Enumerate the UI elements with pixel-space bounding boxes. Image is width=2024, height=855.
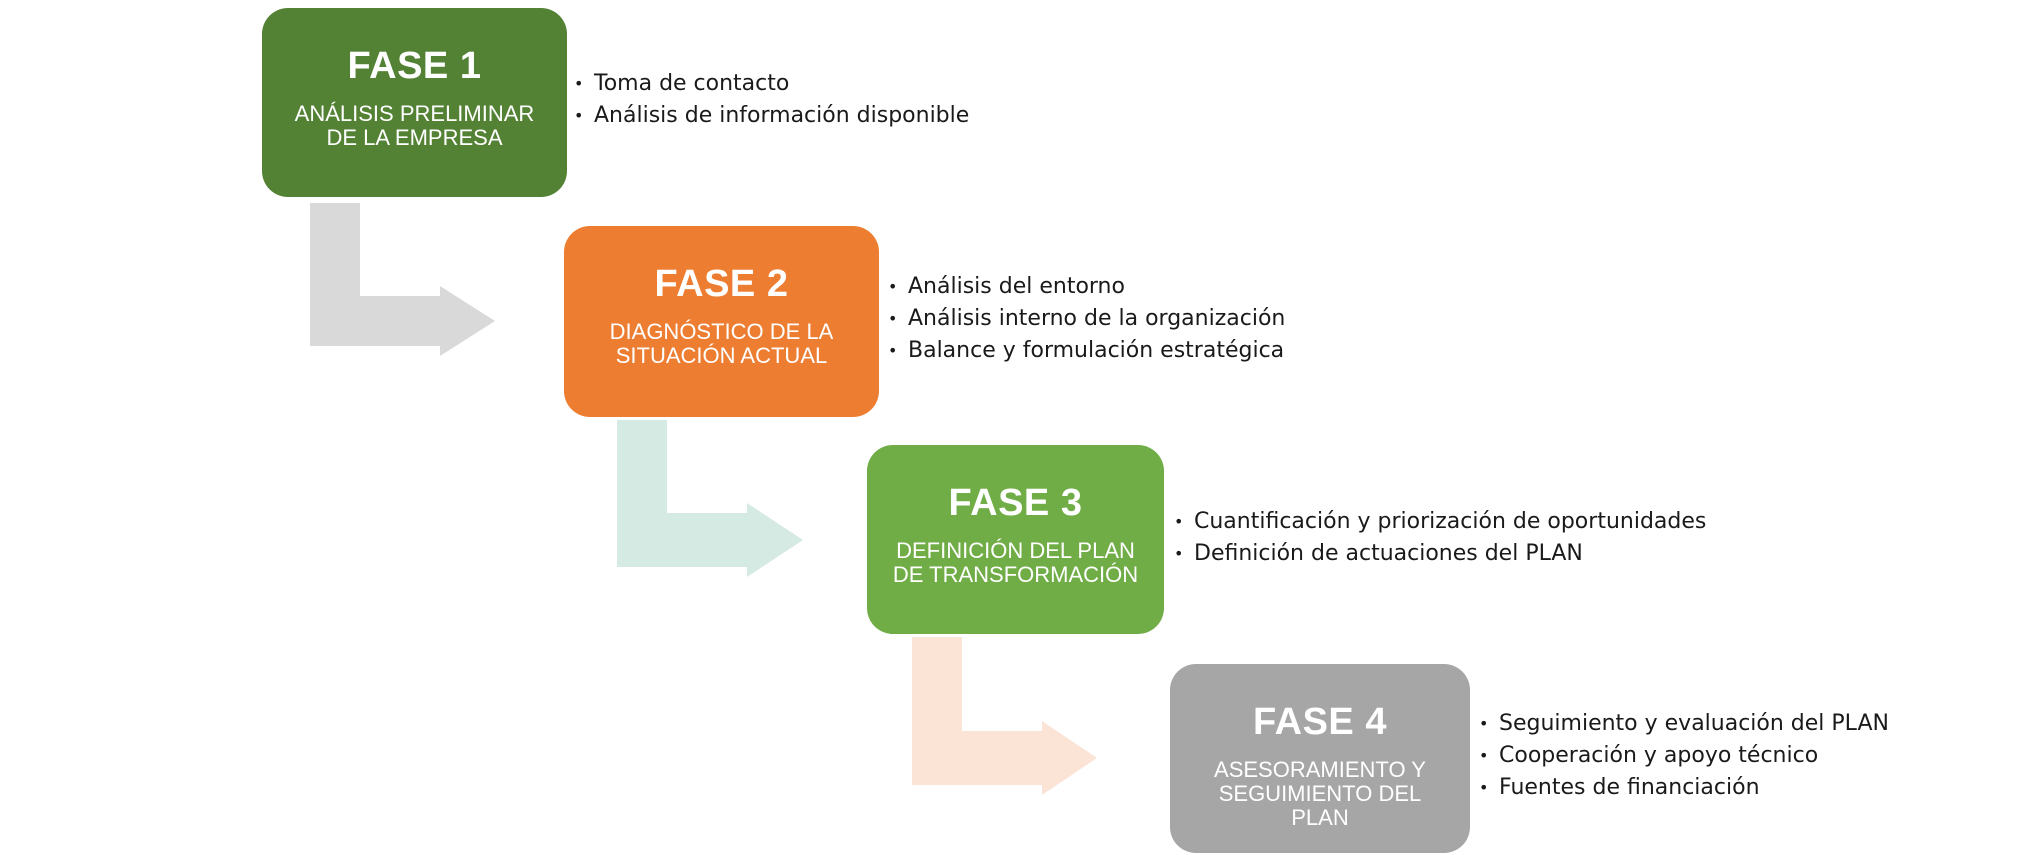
phase-3-title: FASE 3 <box>948 482 1083 524</box>
phase-2-activity: Análisis del entorno <box>886 271 1285 303</box>
phase-1-title: FASE 1 <box>347 45 482 87</box>
phase-3-activity: Cuantificación y priorización de oportun… <box>1172 506 1706 538</box>
phase-1-activity: Toma de contacto <box>572 68 969 100</box>
phase-2-activity: Análisis interno de la organización <box>886 303 1285 335</box>
phase-3-activities: Cuantificación y priorización de oportun… <box>1172 506 1706 570</box>
phase-3-activity: Definición de actuaciones del PLAN <box>1172 538 1706 570</box>
phase-4-box: FASE 4 ASESORAMIENTO Y SEGUIMIENTO DEL P… <box>1170 664 1470 853</box>
phase-2-title: FASE 2 <box>654 263 789 305</box>
phase-1-box: FASE 1 ANÁLISIS PRELIMINAR DE LA EMPRESA <box>262 8 567 197</box>
phase-4-activity: Fuentes de financiación <box>1477 772 1889 804</box>
phase-1-activity: Análisis de información disponible <box>572 100 969 132</box>
connector-arrow-1-2 <box>310 203 495 356</box>
connector-arrow-3-4 <box>912 637 1097 795</box>
phase-4-activity: Cooperación y apoyo técnico <box>1477 740 1889 772</box>
connector-arrow-2-3 <box>617 420 803 577</box>
phase-2-box: FASE 2 DIAGNÓSTICO DE LA SITUACIÓN ACTUA… <box>564 226 879 417</box>
phase-4-title: FASE 4 <box>1253 701 1387 743</box>
phase-4-subtitle: ASESORAMIENTO Y SEGUIMIENTO DEL PLAN <box>1214 757 1426 830</box>
phase-4-activities: Seguimiento y evaluación del PLAN Cooper… <box>1477 708 1889 804</box>
phase-3-box: FASE 3 DEFINICIÓN DEL PLAN DE TRANSFORMA… <box>867 445 1164 634</box>
phase-2-activity: Balance y formulación estratégica <box>886 335 1285 367</box>
phase-4-activity: Seguimiento y evaluación del PLAN <box>1477 708 1889 740</box>
phase-1-subtitle: ANÁLISIS PRELIMINAR DE LA EMPRESA <box>294 101 535 150</box>
phase-2-activities: Análisis del entorno Análisis interno de… <box>886 271 1285 367</box>
phase-3-subtitle: DEFINICIÓN DEL PLAN DE TRANSFORMACIÓN <box>892 538 1139 587</box>
phase-2-subtitle: DIAGNÓSTICO DE LA SITUACIÓN ACTUAL <box>609 319 834 368</box>
phase-1-activities: Toma de contacto Análisis de información… <box>572 68 969 132</box>
